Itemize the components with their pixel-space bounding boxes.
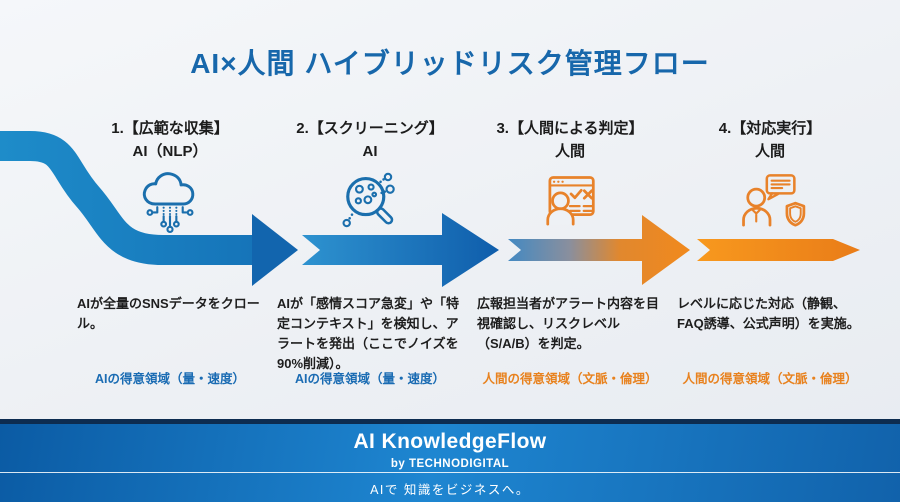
footer-divider xyxy=(0,472,900,473)
step-3-heading: 3.【人間による判定】 人間 xyxy=(470,118,670,163)
step-4-heading: 4.【対応実行】 人間 xyxy=(670,118,870,163)
step-1-heading-line: 1.【広範な収集】 xyxy=(111,120,229,137)
step-2-heading-line: 2.【スクリーニング】 xyxy=(296,120,444,137)
step-3-description: 広報担当者がアラート内容を目視確認し、リスクレベル（S/A/B）を判定。 xyxy=(477,296,660,352)
human-review-icon xyxy=(534,168,606,240)
footer-band: AI KnowledgeFlow by TECHNODIGITAL AIで 知識… xyxy=(0,424,900,502)
step-3-heading-line: 3.【人間による判定】 xyxy=(496,120,644,137)
step-1-description: AIが全量のSNSデータをクロール。 xyxy=(77,296,260,332)
cloud-circuit-icon xyxy=(134,168,206,240)
step-3-actor: 人間 xyxy=(554,142,585,160)
brand-logo-text: AI KnowledgeFlow xyxy=(353,430,547,453)
step-1-heading: 1.【広範な収集】 AI（NLP） xyxy=(70,118,270,163)
step-4-actor: 人間 xyxy=(754,142,785,160)
step-2-heading: 2.【スクリーニング】 AI xyxy=(270,118,470,163)
brand-byline: by TECHNODIGITAL xyxy=(390,458,510,470)
brand-tagline: AIで 知識をビジネスへ。 xyxy=(370,483,530,497)
step-3-domain-label: 人間の得意領域（文脈・倫理） xyxy=(482,372,658,386)
footer-navy-strip xyxy=(0,419,900,424)
step-2-actor: AI xyxy=(362,142,378,160)
step-2-domain-label: AIの得意領域（量・速度） xyxy=(294,372,445,386)
step-4-description: レベルに応じた対応（静観、FAQ誘導、公式声明）を実施。 xyxy=(677,296,860,332)
step-4-domain-label: 人間の得意領域（文脈・倫理） xyxy=(682,372,858,386)
step-1-actor: AI（NLP） xyxy=(132,142,208,160)
step-4-heading-line: 4.【対応実行】 xyxy=(718,120,822,137)
step-1-domain-label: AIの得意領域（量・速度） xyxy=(94,372,245,386)
magnifier-screening-icon xyxy=(334,168,406,240)
responder-shield-icon xyxy=(734,168,806,240)
page-title: AI×人間 ハイブリッドリスク管理フロー xyxy=(190,48,710,79)
step-2-description: AIが「感情スコア急変」や「特定コンテキスト」を検知し、アラートを発出（ここでノ… xyxy=(277,296,460,372)
